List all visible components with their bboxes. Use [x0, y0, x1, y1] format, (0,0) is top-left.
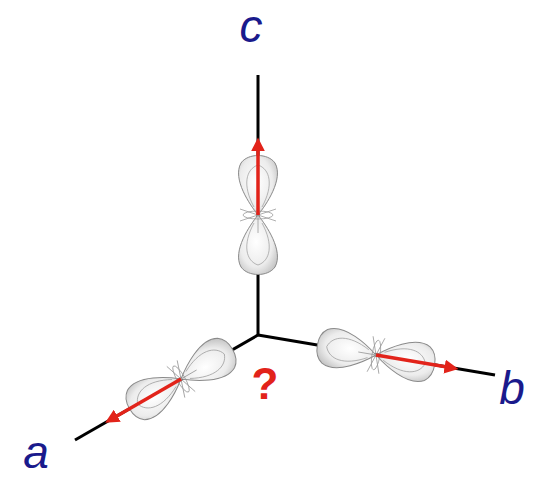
spin-arrow	[110, 379, 181, 420]
axes	[75, 75, 495, 440]
axis-label: c	[240, 3, 263, 49]
axis-label: b	[499, 365, 525, 411]
b-orbital	[314, 326, 456, 387]
c-orbital	[239, 143, 278, 275]
c-axis	[257, 75, 260, 335]
a-orbital	[100, 332, 242, 436]
spin-arrow	[376, 355, 453, 368]
axis-label: a	[23, 429, 49, 475]
spin-arrow	[256, 143, 260, 215]
question-mark: ?	[252, 362, 279, 406]
